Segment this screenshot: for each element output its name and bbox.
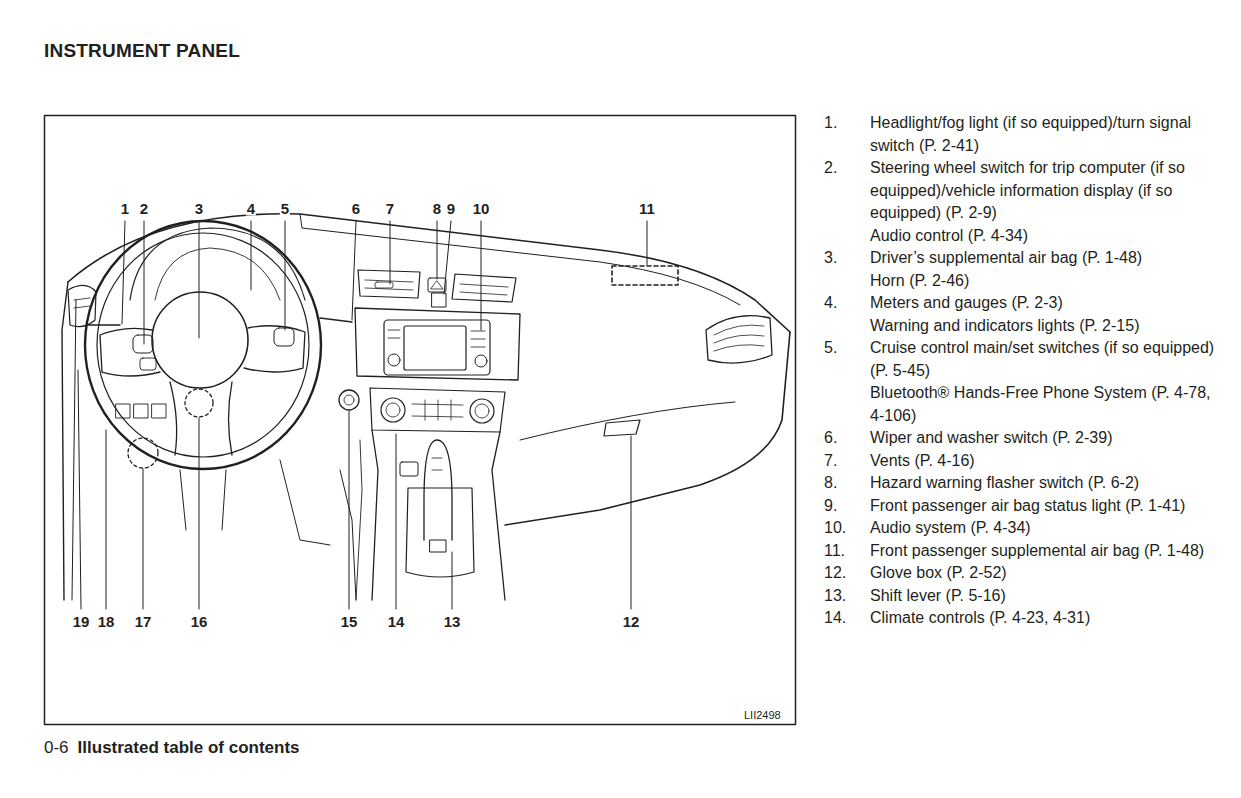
item-number: 4. <box>824 292 870 337</box>
item-description: Climate controls (P. 4-23, 4-31) <box>870 607 1215 630</box>
figure-frame <box>45 116 796 725</box>
item-description: Glove box (P. 2-52) <box>870 562 1215 585</box>
list-item: 11.Front passenger supplemental air bag … <box>824 540 1234 563</box>
list-item: 3.Driver’s supplemental air bag (P. 1-48… <box>824 247 1234 292</box>
list-item: 12.Glove box (P. 2-52) <box>824 562 1234 585</box>
item-description: Front passenger supplemental air bag (P.… <box>870 540 1215 563</box>
item-description: Warning and indicators lights (P. 2-15) <box>870 315 1215 338</box>
callout-number: 5 <box>280 201 290 216</box>
callout-number: 16 <box>190 614 209 629</box>
item-description: Hazard warning flasher switch (P. 6-2) <box>870 472 1215 495</box>
item-text-column: Audio system (P. 4-34) <box>870 517 1215 540</box>
list-item: 1.Headlight/fog light (if so equipped)/t… <box>824 112 1234 157</box>
item-text-column: Front passenger air bag status light (P.… <box>870 495 1215 518</box>
item-description: Cruise control main/set switches (if so … <box>870 337 1215 382</box>
callout-number: 6 <box>351 201 361 216</box>
list-item: 2.Steering wheel switch for trip compute… <box>824 157 1234 247</box>
page-number: 0-6 <box>44 738 69 758</box>
item-description: Steering wheel switch for trip computer … <box>870 157 1215 225</box>
callout-number: 11 <box>638 201 656 216</box>
list-item: 4.Meters and gauges (P. 2-3)Warning and … <box>824 292 1234 337</box>
item-text-column: Cruise control main/set switches (if so … <box>870 337 1215 427</box>
item-number: 10. <box>824 517 870 540</box>
list-item: 14.Climate controls (P. 4-23, 4-31) <box>824 607 1234 630</box>
item-number: 2. <box>824 157 870 247</box>
leader-lines <box>78 221 647 609</box>
callout-number: 14 <box>387 614 406 629</box>
item-number: 1. <box>824 112 870 157</box>
list-item: 7.Vents (P. 4-16) <box>824 450 1234 473</box>
item-number: 3. <box>824 247 870 292</box>
item-description: Wiper and washer switch (P. 2-39) <box>870 427 1215 450</box>
item-description: Meters and gauges (P. 2-3) <box>870 292 1215 315</box>
callout-number: 1 <box>120 201 130 216</box>
item-number: 13. <box>824 585 870 608</box>
item-description: Audio control (P. 4-34) <box>870 225 1215 248</box>
figure-code: LII2498 <box>744 709 781 721</box>
list-item: 13.Shift lever (P. 5-16) <box>824 585 1234 608</box>
list-item: 8.Hazard warning flasher switch (P. 6-2) <box>824 472 1234 495</box>
item-number: 14. <box>824 607 870 630</box>
callout-number: 2 <box>139 201 149 216</box>
item-description: Front passenger air bag status light (P.… <box>870 495 1215 518</box>
item-number: 6. <box>824 427 870 450</box>
callout-number: 13 <box>443 614 462 629</box>
item-description: Horn (P. 2-46) <box>870 270 1215 293</box>
callout-number: 12 <box>622 614 641 629</box>
item-text-column: Hazard warning flasher switch (P. 6-2) <box>870 472 1215 495</box>
list-item: 10.Audio system (P. 4-34) <box>824 517 1234 540</box>
callout-number: 15 <box>340 614 359 629</box>
item-description: Audio system (P. 4-34) <box>870 517 1215 540</box>
item-number: 12. <box>824 562 870 585</box>
item-number: 8. <box>824 472 870 495</box>
page-title: INSTRUMENT PANEL <box>44 40 240 62</box>
item-text-column: Driver’s supplemental air bag (P. 1-48)H… <box>870 247 1215 292</box>
callout-number: 8 <box>432 201 442 216</box>
callout-number: 17 <box>134 614 153 629</box>
item-text-column: Steering wheel switch for trip computer … <box>870 157 1215 247</box>
list-item: 6.Wiper and washer switch (P. 2-39) <box>824 427 1234 450</box>
callout-number: 18 <box>97 614 116 629</box>
legend-list: 1.Headlight/fog light (if so equipped)/t… <box>824 112 1234 630</box>
item-number: 9. <box>824 495 870 518</box>
item-number: 7. <box>824 450 870 473</box>
callout-number: 7 <box>385 201 395 216</box>
item-text-column: Headlight/fog light (if so equipped)/tur… <box>870 112 1215 157</box>
item-text-column: Shift lever (P. 5-16) <box>870 585 1215 608</box>
item-description: Bluetooth® Hands-Free Phone System (P. 4… <box>870 382 1215 427</box>
item-number: 5. <box>824 337 870 427</box>
item-text-column: Front passenger supplemental air bag (P.… <box>870 540 1215 563</box>
item-text-column: Meters and gauges (P. 2-3)Warning and in… <box>870 292 1215 337</box>
callout-number: 3 <box>194 201 204 216</box>
item-description: Vents (P. 4-16) <box>870 450 1215 473</box>
callout-number: 10 <box>472 201 491 216</box>
item-description: Shift lever (P. 5-16) <box>870 585 1215 608</box>
item-text-column: Glove box (P. 2-52) <box>870 562 1215 585</box>
item-text-column: Vents (P. 4-16) <box>870 450 1215 473</box>
item-text-column: Climate controls (P. 4-23, 4-31) <box>870 607 1215 630</box>
item-description: Headlight/fog light (if so equipped)/tur… <box>870 112 1215 157</box>
item-number: 11. <box>824 540 870 563</box>
callout-number: 9 <box>446 201 456 216</box>
page-footer: 0-6 Illustrated table of contents <box>44 738 300 758</box>
callout-number: 4 <box>246 201 256 216</box>
item-text-column: Wiper and washer switch (P. 2-39) <box>870 427 1215 450</box>
list-item: 9.Front passenger air bag status light (… <box>824 495 1234 518</box>
section-name: Illustrated table of contents <box>78 738 300 758</box>
callout-number: 19 <box>72 614 91 629</box>
item-description: Driver’s supplemental air bag (P. 1-48) <box>870 247 1215 270</box>
list-item: 5.Cruise control main/set switches (if s… <box>824 337 1234 427</box>
